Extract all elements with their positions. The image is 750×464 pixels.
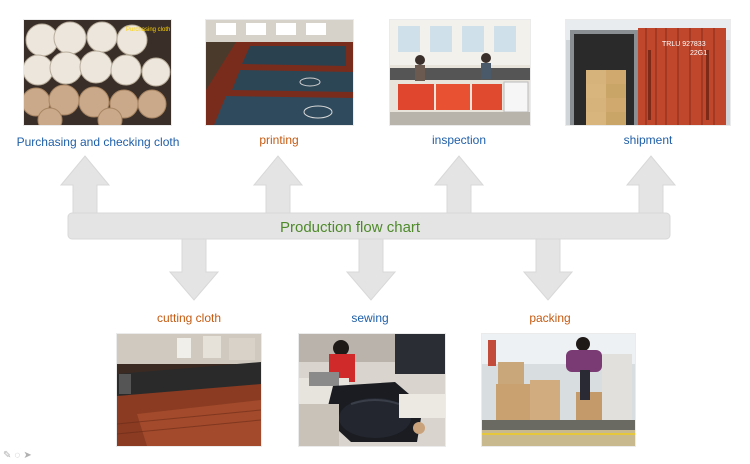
photo-purchasing-cloth: Purchasing cloth <box>24 20 171 125</box>
photo-packing <box>482 334 635 446</box>
step-label-cutting: cutting cloth <box>156 311 222 325</box>
step-label-inspection: inspection <box>431 133 487 147</box>
step-label-printing: printing <box>259 133 299 147</box>
flow-chart-title: Production flow chart <box>280 219 421 236</box>
arrow-down-packing <box>522 238 574 301</box>
container-code-line2: 22G1 <box>690 50 707 57</box>
container-code-line1: TRLU 927833 <box>662 41 706 48</box>
photo-printing <box>206 20 353 125</box>
photo-caption: Purchasing cloth <box>126 27 170 33</box>
photo-cutting-cloth <box>117 334 261 446</box>
step-label-shipment: shipment <box>623 133 673 147</box>
arrow-up-inspection <box>433 155 485 214</box>
photo-sewing <box>299 334 445 446</box>
photo-shipment: TRLU 927833 22G1 <box>566 20 730 125</box>
arrow-down-sewing <box>345 238 397 301</box>
step-label-sewing: sewing <box>351 311 389 325</box>
arrow-up-shipment <box>625 155 677 214</box>
pen-icon[interactable]: ✎ <box>3 450 12 461</box>
arrow-up-printing <box>252 155 304 214</box>
pointer-icon[interactable]: ➤ <box>23 450 32 461</box>
arrow-up-purchasing <box>59 155 111 214</box>
step-label-packing: packing <box>529 311 571 325</box>
step-label-purchasing: Purchasing and checking cloth <box>16 135 180 149</box>
arrow-down-cutting <box>168 238 220 301</box>
slide-toolbar: ✎ ◌ ➤ <box>3 451 32 461</box>
eraser-icon[interactable]: ◌ <box>14 450 21 461</box>
photo-inspection <box>390 20 530 125</box>
